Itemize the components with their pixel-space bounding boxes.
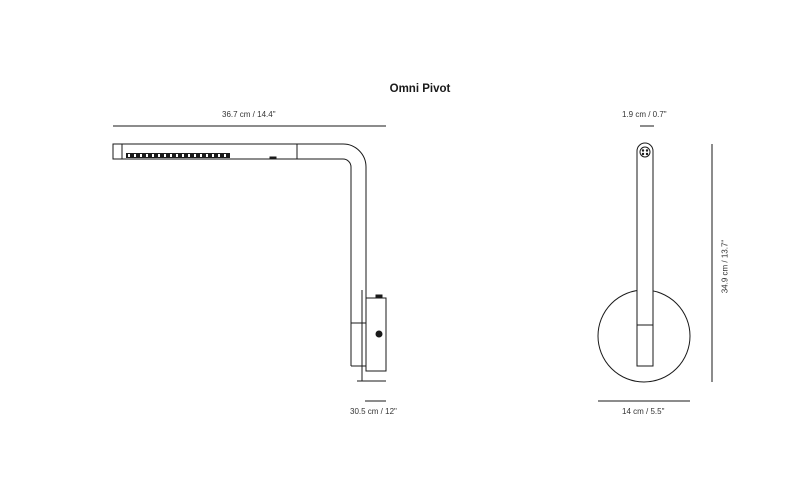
led-strip [126, 153, 230, 158]
plate-diameter-label: 14 cm / 5.5" [622, 407, 665, 416]
pivot-knob-icon [641, 149, 649, 156]
front-view-lamp [597, 142, 691, 383]
base-depth-label: 30.5 cm / 12" [350, 407, 397, 416]
arm-length-label: 36.7 cm / 14.4" [222, 110, 276, 119]
arm-diameter-label: 1.9 cm / 0.7" [622, 110, 667, 119]
page-title: Omni Pivot [389, 83, 451, 95]
side-view-lamp [112, 143, 387, 382]
